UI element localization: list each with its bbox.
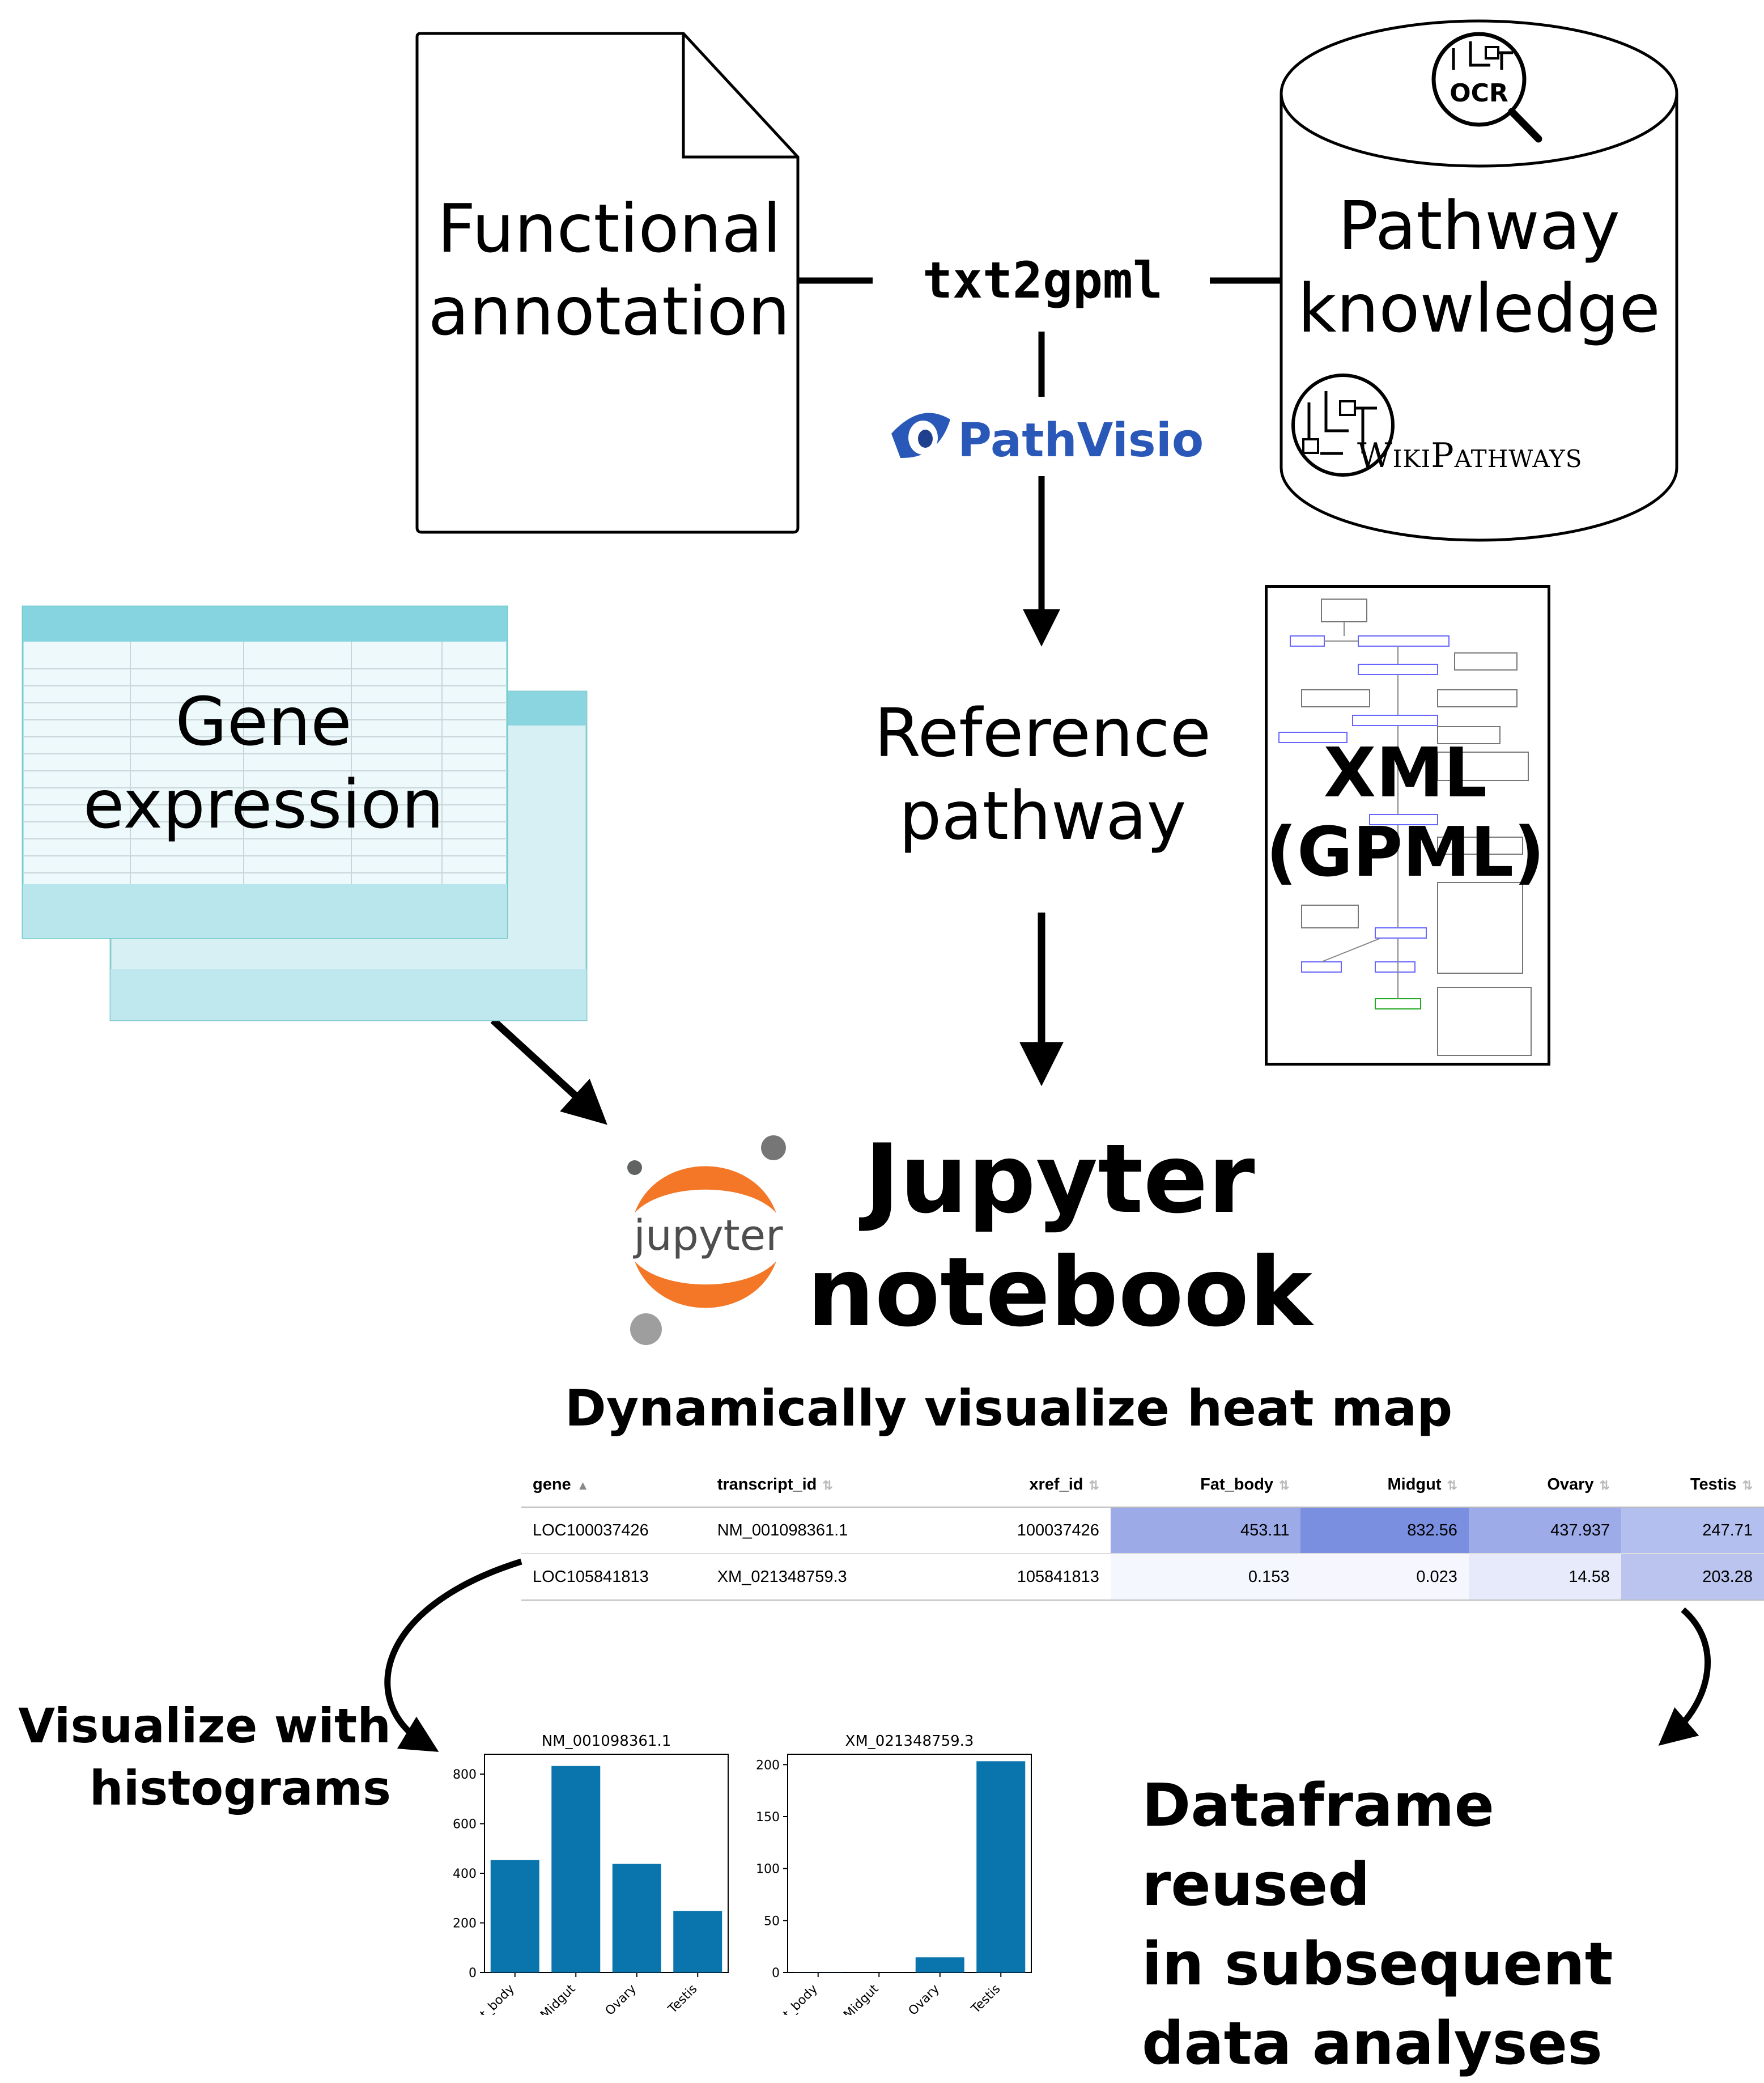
x-tick-label: Ovary xyxy=(603,1982,639,2015)
gpml-label: (GPML) xyxy=(1258,816,1553,890)
y-tick-label: 150 xyxy=(756,1810,780,1825)
dataframe-label-line: Dataframe reused xyxy=(1142,1766,1742,1924)
table-cell: 105841813 xyxy=(931,1554,1111,1600)
bar xyxy=(551,1766,600,1972)
heat-cell: 832.56 xyxy=(1300,1507,1468,1554)
heat-cell: 453.11 xyxy=(1111,1507,1301,1554)
jupyter-title-line1: Jupyter xyxy=(793,1122,1326,1236)
txt2gpml-label: txt2gpml xyxy=(875,249,1210,312)
histograms-label-line: Visualize with xyxy=(17,1695,391,1757)
y-tick-label: 800 xyxy=(453,1768,477,1782)
sort-icon[interactable]: ⇅ xyxy=(1279,1478,1289,1492)
sort-icon[interactable]: ⇅ xyxy=(1742,1478,1753,1492)
heat-cell: 0.153 xyxy=(1111,1554,1301,1600)
y-tick-label: 100 xyxy=(756,1863,780,1877)
heat-cell: 247.71 xyxy=(1621,1507,1764,1554)
table-row[interactable]: LOC105841813 XM_021348759.3 105841813 0.… xyxy=(521,1554,1764,1600)
x-tick-label: Midgut xyxy=(538,1982,578,2015)
histograms-label: Visualize with histograms xyxy=(17,1695,391,1819)
pathvisio-eye-icon xyxy=(887,397,955,470)
ocr-label: OCR xyxy=(1439,79,1519,108)
sort-icon[interactable]: ⇅ xyxy=(1600,1478,1610,1492)
jupyter-logo-text: jupyter xyxy=(615,1213,802,1258)
wikipathways-logo-text: WikiPathways xyxy=(1357,435,1674,476)
x-tick-label: Fat_body xyxy=(771,1982,821,2015)
histograms-label-line: histograms xyxy=(17,1757,391,1819)
arrow-to-dataframe xyxy=(1672,1610,1708,1734)
heat-cell: 437.937 xyxy=(1469,1507,1621,1554)
pathway-knowledge-label: Pathway knowledge xyxy=(1286,184,1672,350)
chart-title: NM_001098361.1 xyxy=(542,1733,671,1750)
diagram-canvas: Functional annotation txt2gpml PathVisio… xyxy=(0,0,1764,2020)
bar xyxy=(976,1761,1025,1972)
heat-cell: 203.28 xyxy=(1621,1554,1764,1600)
y-tick-label: 0 xyxy=(469,1966,477,1980)
heatmap-table: gene▲ transcript_id⇅ xref_id⇅ Fat_body⇅ … xyxy=(521,1462,1764,1601)
y-tick-label: 200 xyxy=(756,1758,780,1772)
column-header-xref-id[interactable]: xref_id⇅ xyxy=(931,1462,1111,1507)
y-tick-label: 0 xyxy=(772,1966,780,1980)
x-tick-label: Midgut xyxy=(841,1982,881,2015)
reference-pathway-label: Reference pathway xyxy=(833,691,1252,857)
jupyter-title-line2: notebook xyxy=(793,1236,1326,1349)
x-tick-label: Testis xyxy=(665,1982,700,2015)
functional-annotation-label: Functional annotation xyxy=(416,187,802,353)
heat-cell: 14.58 xyxy=(1469,1554,1621,1600)
table-cell: LOC100037426 xyxy=(521,1507,706,1554)
gene-expression-label: Gene expression xyxy=(25,680,501,846)
pathvisio-logo-text: PathVisio xyxy=(958,413,1207,469)
bar xyxy=(491,1860,539,1972)
y-tick-label: 400 xyxy=(453,1867,477,1881)
column-header-gene[interactable]: gene▲ xyxy=(521,1462,706,1507)
heatmap-title: Dynamically visualize heat map xyxy=(544,1377,1473,1440)
arrow-to-histograms xyxy=(388,1562,521,1743)
sort-icon[interactable]: ⇅ xyxy=(1089,1478,1099,1492)
y-tick-label: 600 xyxy=(453,1818,477,1832)
table-cell: XM_021348759.3 xyxy=(706,1554,932,1600)
chart-title: XM_021348759.3 xyxy=(845,1733,974,1750)
bar xyxy=(673,1911,722,1972)
y-tick-label: 200 xyxy=(453,1917,477,1931)
bar xyxy=(613,1864,661,1972)
dataframe-label: Dataframe reused in subsequent data anal… xyxy=(1142,1766,1742,2083)
heatmap-table-container: gene▲ transcript_id⇅ xref_id⇅ Fat_body⇅ … xyxy=(521,1462,1764,1601)
column-header-transcript-id[interactable]: transcript_id⇅ xyxy=(706,1462,932,1507)
table-cell: 100037426 xyxy=(931,1507,1111,1554)
y-tick-label: 50 xyxy=(764,1914,780,1928)
column-header-fat-body[interactable]: Fat_body⇅ xyxy=(1111,1462,1301,1507)
heat-cell: 0.023 xyxy=(1300,1554,1468,1600)
dataframe-label-line: in subsequent xyxy=(1142,1924,1742,2004)
column-header-testis[interactable]: Testis⇅ xyxy=(1621,1462,1764,1507)
column-header-ovary[interactable]: Ovary⇅ xyxy=(1469,1462,1621,1507)
x-tick-label: Ovary xyxy=(906,1982,942,2015)
table-cell: NM_001098361.1 xyxy=(706,1507,932,1554)
xml-label: XML xyxy=(1264,737,1547,811)
x-tick-label: Fat_body xyxy=(468,1982,517,2015)
bar xyxy=(916,1957,964,1972)
x-tick-label: Testis xyxy=(968,1982,1003,2015)
sort-icon[interactable]: ⇅ xyxy=(1447,1478,1457,1492)
table-cell: LOC105841813 xyxy=(521,1554,706,1600)
table-row[interactable]: LOC100037426 NM_001098361.1 100037426 45… xyxy=(521,1507,1764,1554)
sort-asc-icon[interactable]: ▲ xyxy=(577,1478,589,1492)
dataframe-label-line: data analyses xyxy=(1142,2004,1742,2083)
sort-icon[interactable]: ⇅ xyxy=(822,1478,832,1492)
column-header-midgut[interactable]: Midgut⇅ xyxy=(1300,1462,1468,1507)
